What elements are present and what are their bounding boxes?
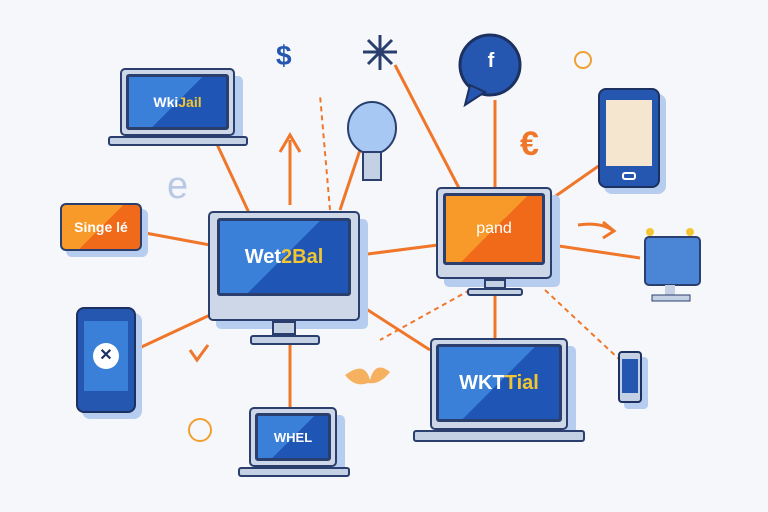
butterfly-icon — [345, 367, 390, 385]
gear-icon — [574, 51, 592, 69]
arrow-up-icon — [278, 132, 302, 205]
label-box[interactable]: Singe lé — [60, 203, 142, 251]
robot-monitor-icon — [644, 228, 701, 302]
phone-top-right — [598, 88, 660, 188]
check-icon — [188, 344, 210, 363]
phone-left: ✕ — [76, 307, 136, 413]
chat-bubble-icon — [458, 33, 522, 108]
phone-small — [618, 351, 642, 403]
e-letter: e — [167, 165, 189, 207]
snowflake-icon — [363, 35, 397, 70]
close-icon: ✕ — [93, 343, 119, 369]
wheel-icon — [188, 418, 212, 442]
currency-symbol: $ — [276, 40, 292, 71]
arrow-right-icon — [577, 220, 617, 240]
chat-bubble-label: f — [487, 50, 495, 72]
lightbulb-icon — [347, 101, 397, 181]
euro-symbol: € — [520, 125, 539, 163]
